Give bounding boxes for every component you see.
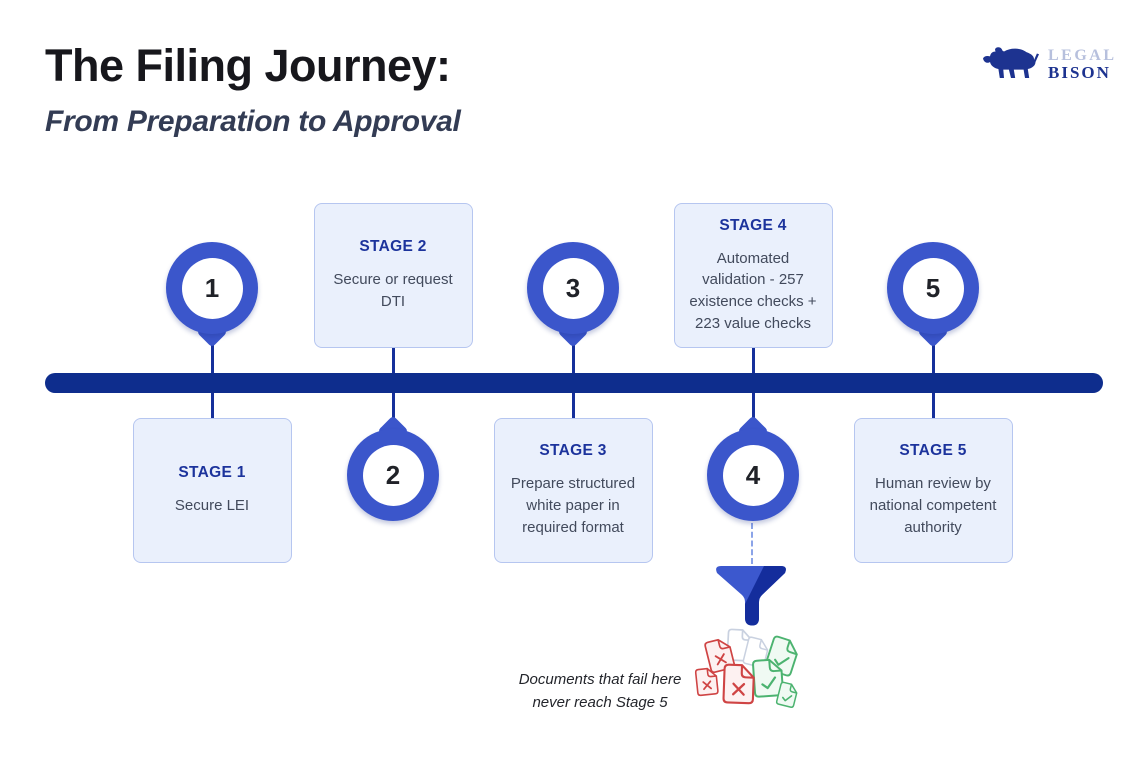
funnel-icon	[716, 566, 786, 626]
marker-ring: 5	[887, 242, 979, 334]
marker-ring: 4	[707, 429, 799, 521]
stage4-box: STAGE 4 Automated validation - 257 exist…	[673, 203, 833, 348]
stage1-description: Secure LEI	[174, 497, 250, 515]
stage3-box: STAGE 3 Prepare structured white paper i…	[493, 418, 653, 563]
marker-ring: 1	[166, 242, 258, 334]
timeline-bar	[45, 373, 1103, 393]
stage4-marker: 4	[707, 415, 799, 521]
header: The Filing Journey: From Preparation to …	[45, 42, 461, 139]
fail-document-icon	[722, 663, 755, 705]
pass-document-icon	[775, 681, 798, 708]
stage5-box: STAGE 5 Human review by national compete…	[853, 418, 1013, 563]
funnel-caption-line2: never reach Stage 5	[532, 694, 668, 712]
stage3-number: 3	[542, 257, 604, 319]
stage4-number: 4	[722, 444, 784, 506]
stage2-marker: 2	[347, 415, 439, 521]
stage3-marker: 3	[527, 242, 619, 348]
stage5-description: Human review by national competent autho…	[869, 475, 997, 536]
stage1-number: 1	[181, 257, 243, 319]
stage3-description: Prepare structured white paper in requir…	[510, 475, 636, 536]
funnel-caption: Documents that fail here never reach Sta…	[500, 668, 700, 715]
stage3-connector-line	[571, 300, 575, 418]
stage1-box: STAGE 1 Secure LEI	[132, 418, 292, 563]
legal-bison-logo: LEGAL BISON	[983, 45, 1117, 85]
stage4-description: Automated validation - 257 existence che…	[689, 249, 817, 332]
page-subtitle: From Preparation to Approval	[45, 105, 461, 139]
stage5-label: STAGE 5	[899, 442, 967, 460]
stage4-connector-line	[751, 348, 755, 475]
stage3-label: STAGE 3	[539, 442, 607, 460]
stage4-dashed-line	[751, 523, 753, 564]
logo-wordmark: LEGAL BISON	[1048, 46, 1117, 83]
stage1-marker: 1	[166, 242, 258, 348]
logo-word-bison: BISON	[1048, 63, 1111, 83]
fail-document-icon	[694, 667, 719, 697]
stage1-label: STAGE 1	[178, 464, 246, 482]
marker-ring: 3	[527, 242, 619, 334]
stage2-connector-line	[391, 348, 395, 475]
stage5-connector-line	[931, 300, 935, 418]
stage2-description: Secure or request DTI	[333, 271, 453, 310]
documents-cluster	[694, 628, 798, 708]
stage1-connector-line	[210, 300, 214, 418]
stage5-number: 5	[902, 257, 964, 319]
stage5-marker: 5	[887, 242, 979, 348]
bison-icon	[983, 47, 1039, 79]
funnel-caption-line1: Documents that fail here	[518, 671, 682, 688]
stage4-label: STAGE 4	[719, 216, 787, 234]
stage2-label: STAGE 2	[359, 238, 427, 256]
marker-ring: 2	[347, 429, 439, 521]
page-title: The Filing Journey:	[45, 40, 451, 91]
logo-word-legal: LEGAL	[1048, 46, 1117, 64]
stage2-box: STAGE 2 Secure or request DTI	[313, 203, 473, 348]
stage2-number: 2	[362, 444, 424, 506]
